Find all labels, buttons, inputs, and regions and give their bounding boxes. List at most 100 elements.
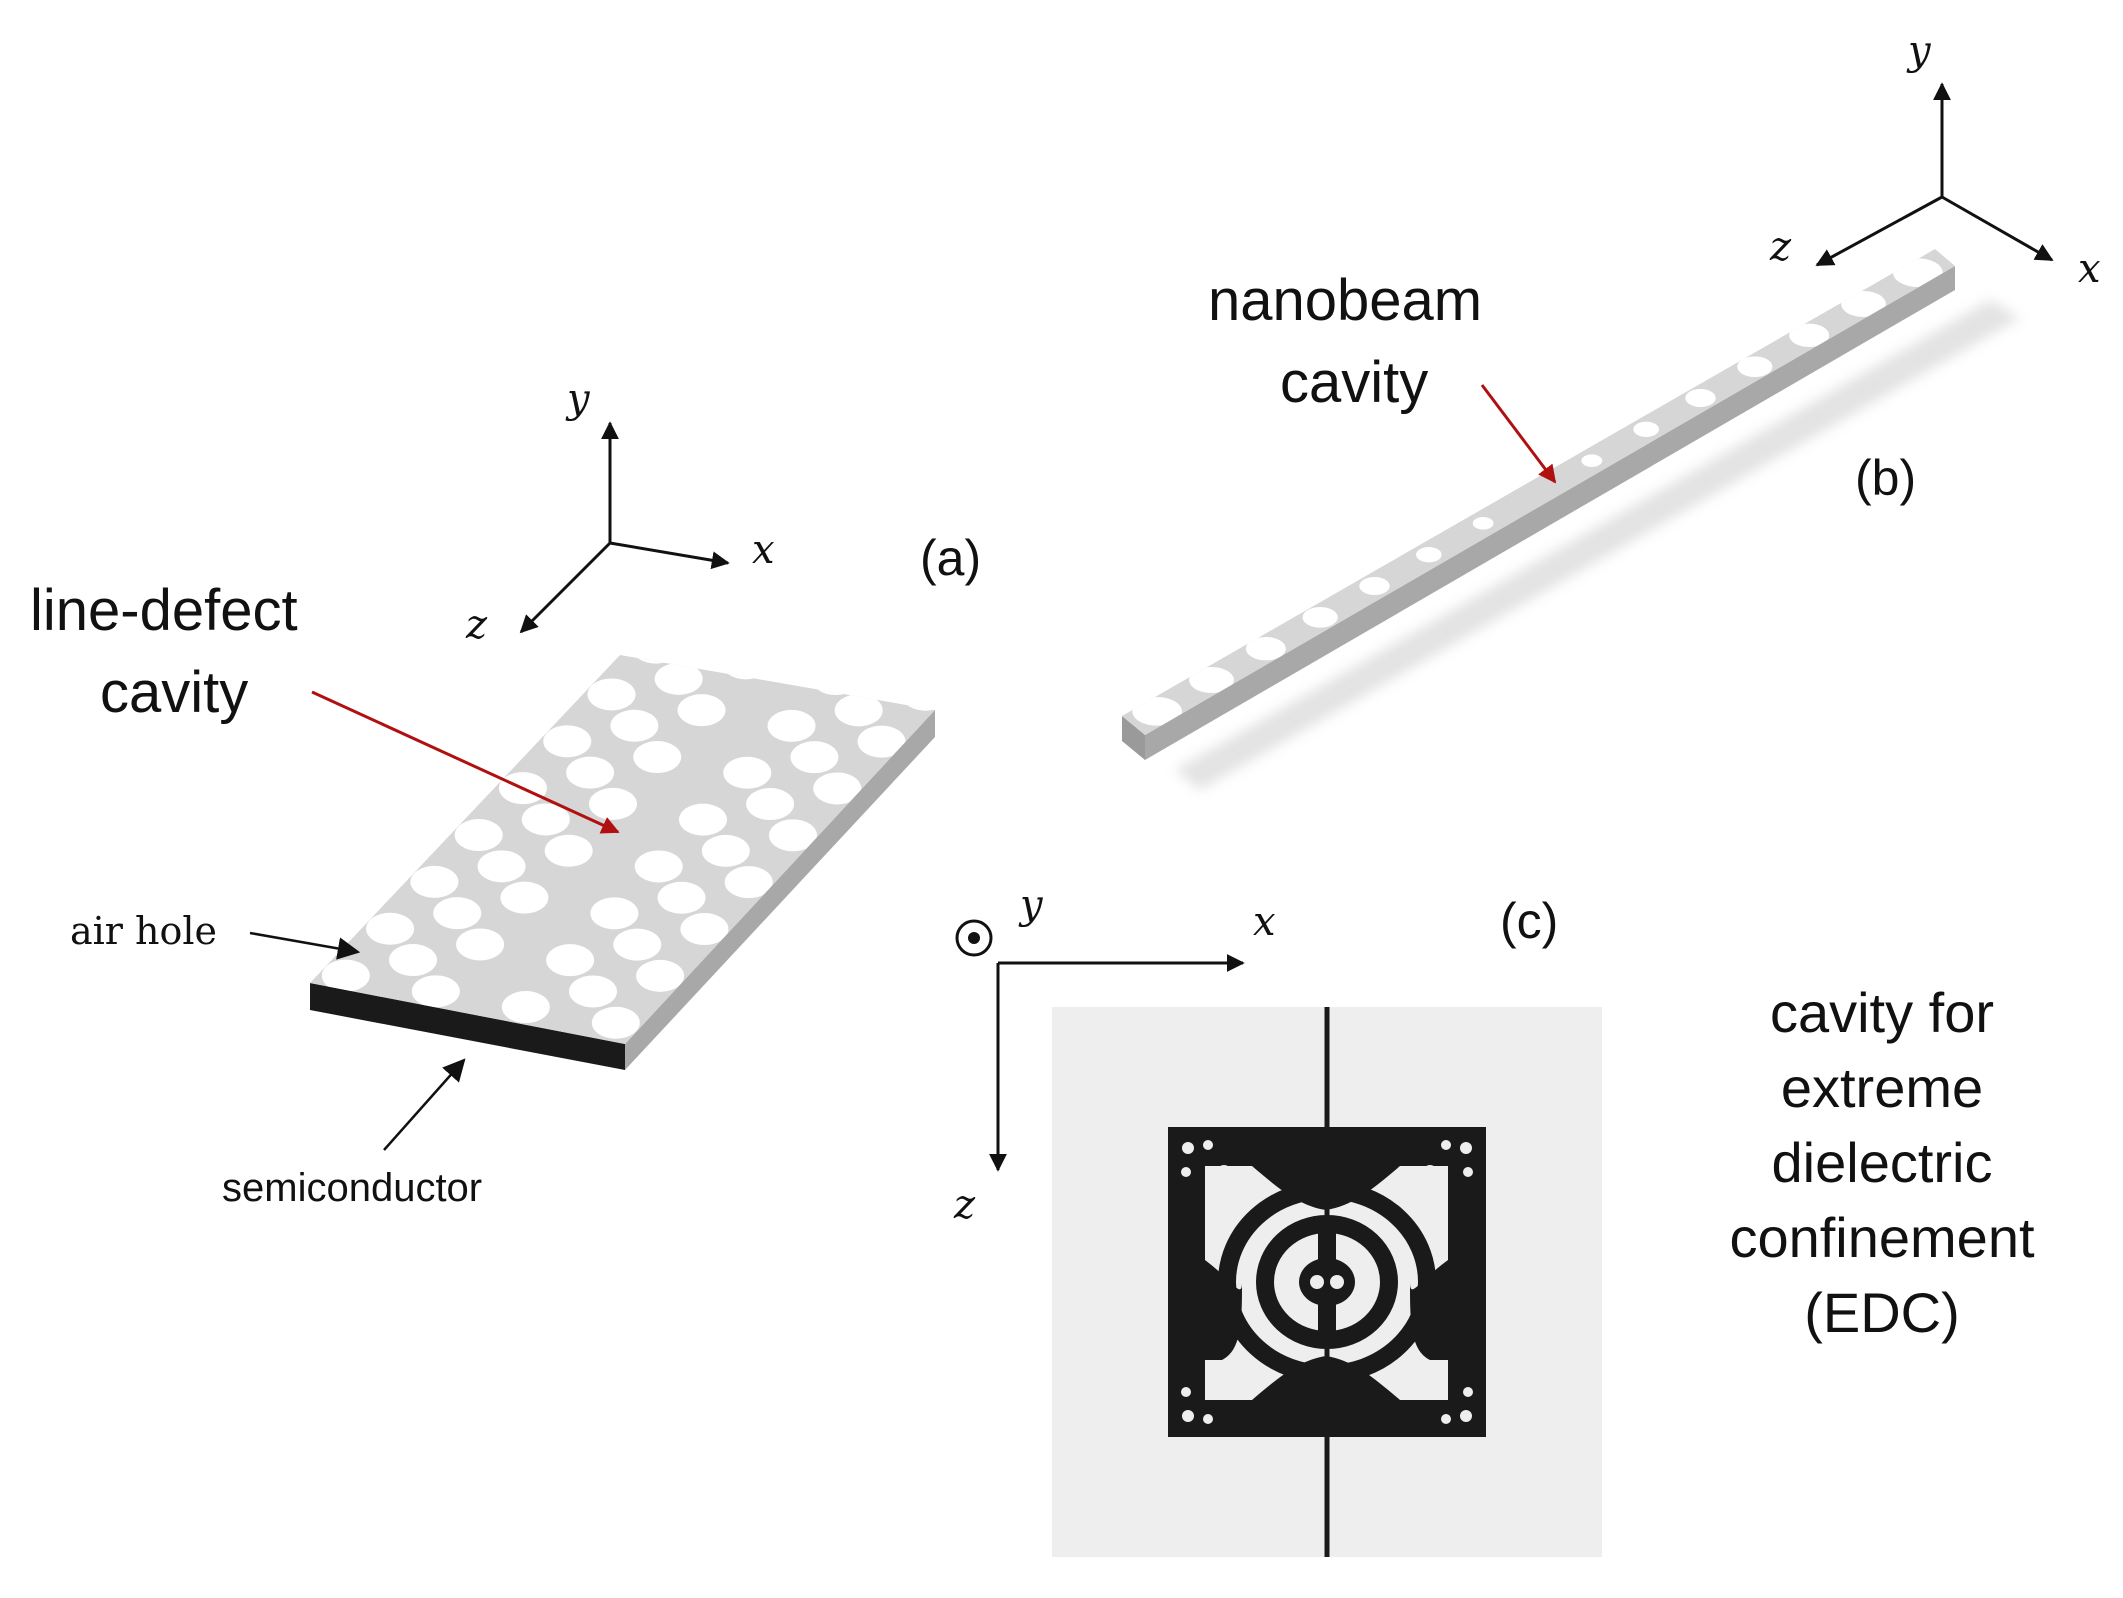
nanobeam-hole — [1685, 389, 1716, 407]
nanobeam-hole — [1633, 421, 1659, 438]
air-hole — [834, 694, 883, 727]
air-hole — [699, 616, 747, 648]
axis-y-label-b: y — [1906, 28, 1932, 74]
air-hole — [546, 944, 595, 977]
air-hole — [901, 678, 935, 711]
air-hole — [767, 709, 816, 742]
semiconductor-label: semiconductor — [222, 1166, 482, 1210]
air-hole-label: air hole — [70, 909, 217, 953]
air-hole — [677, 694, 726, 727]
air-hole — [633, 741, 682, 774]
air-hole — [321, 959, 370, 992]
slab-right-side — [625, 710, 935, 1070]
nanobeam-hole — [1789, 323, 1830, 348]
nanobeam — [1122, 249, 2020, 790]
panel-c-tag: (c) — [1500, 893, 1558, 949]
air-hole — [588, 787, 637, 820]
nanobeam-hole — [1737, 356, 1773, 377]
out-of-plane-dot-icon — [968, 932, 980, 944]
axis-z-label-b: z — [1769, 224, 1792, 270]
title-nanobeam-line2: cavity — [1280, 350, 1428, 415]
panel-b: y x z nanobeam cavity (b) — [1122, 28, 2101, 790]
panel-c: y x z (c) — [953, 882, 2035, 1557]
edc-desc-line1: cavity for — [1770, 981, 1994, 1044]
nanobeam-hole — [1132, 697, 1182, 726]
air-hole — [566, 756, 615, 789]
air-hole — [878, 655, 927, 680]
air-hole — [433, 897, 482, 930]
edc-desc-line5: (EDC) — [1804, 1281, 1960, 1344]
air-hole — [411, 975, 460, 1008]
air-hole — [636, 959, 685, 992]
air-hole — [613, 928, 662, 961]
air-hole — [568, 975, 617, 1008]
nanobeam-hole — [1472, 517, 1494, 530]
beam-shadow — [1175, 300, 2020, 790]
air-hole — [724, 866, 773, 899]
air-hole — [521, 803, 570, 836]
nanobeam-hole — [1359, 577, 1390, 595]
axis-y-label-c: y — [1018, 882, 1044, 928]
axis-z-label-c: z — [953, 1182, 976, 1228]
title-line-defect-line2: cavity — [100, 660, 248, 725]
edc-description: cavity for extreme dielectric confinemen… — [1729, 981, 2035, 1344]
axes-a: y x z — [465, 376, 775, 648]
photonic-crystal-slab — [310, 616, 935, 1070]
air-hole — [768, 819, 817, 852]
axis-y-label-a: y — [565, 376, 591, 422]
air-hole — [544, 834, 593, 867]
air-hole — [591, 1006, 640, 1039]
air-hole — [680, 913, 729, 946]
axis-z-label-a: z — [465, 602, 488, 648]
air-hole — [587, 678, 636, 711]
nanobeam-pointer — [1480, 384, 1557, 484]
nanobeam-hole — [1581, 454, 1603, 467]
air-hole — [501, 991, 550, 1024]
air-hole — [811, 663, 860, 696]
air-hole — [654, 662, 703, 695]
semiconductor-pointer — [383, 1058, 466, 1151]
air-hole-array — [321, 616, 935, 1039]
panel-a: y x z line-defect cavity (a) air hole se… — [30, 376, 981, 1210]
air-hole — [678, 803, 727, 836]
out-of-plane-icon — [955, 919, 993, 957]
air-hole — [631, 655, 680, 664]
air-hole — [813, 772, 862, 805]
air-hole — [590, 897, 639, 930]
air-hole — [388, 944, 437, 977]
axis-x-label-b: x — [2078, 246, 2101, 292]
line-defect-pointer — [311, 690, 620, 834]
title-nanobeam-line1: nanobeam — [1208, 268, 1482, 333]
air-hole — [857, 725, 906, 758]
air-hole — [477, 850, 526, 883]
axes-c: y x z — [953, 882, 1276, 1228]
air-hole — [543, 725, 592, 758]
title-line-defect-line1: line-defect — [30, 578, 298, 643]
nanobeam-hole-array — [1132, 258, 1943, 726]
nanobeam-hole — [1841, 291, 1886, 317]
air-hole — [634, 850, 683, 883]
nanobeam-hole — [1302, 607, 1338, 628]
air-hole — [456, 928, 505, 961]
slab-front-edge — [310, 983, 625, 1070]
air-hole — [790, 741, 839, 774]
air-hole — [454, 819, 503, 852]
air-hole — [610, 709, 659, 742]
nanobeam-hole — [1245, 637, 1286, 661]
axis-x-label-c: x — [1253, 899, 1276, 945]
edc-desc-line2: extreme — [1781, 1056, 1983, 1119]
edc-cavity-image — [1052, 1007, 1602, 1557]
air-hole — [746, 788, 795, 821]
beam-side — [1145, 266, 1955, 760]
air-hole-pointer — [249, 931, 361, 960]
air-hole — [701, 834, 750, 867]
nanobeam-hole — [1416, 547, 1442, 563]
beam-end-face — [1122, 716, 1145, 760]
air-hole — [657, 881, 706, 914]
air-hole — [723, 756, 772, 789]
panel-b-tag: (b) — [1855, 450, 1916, 506]
panel-a-tag: (a) — [920, 530, 981, 586]
nanobeam-hole — [1189, 667, 1234, 693]
air-hole — [366, 912, 415, 945]
